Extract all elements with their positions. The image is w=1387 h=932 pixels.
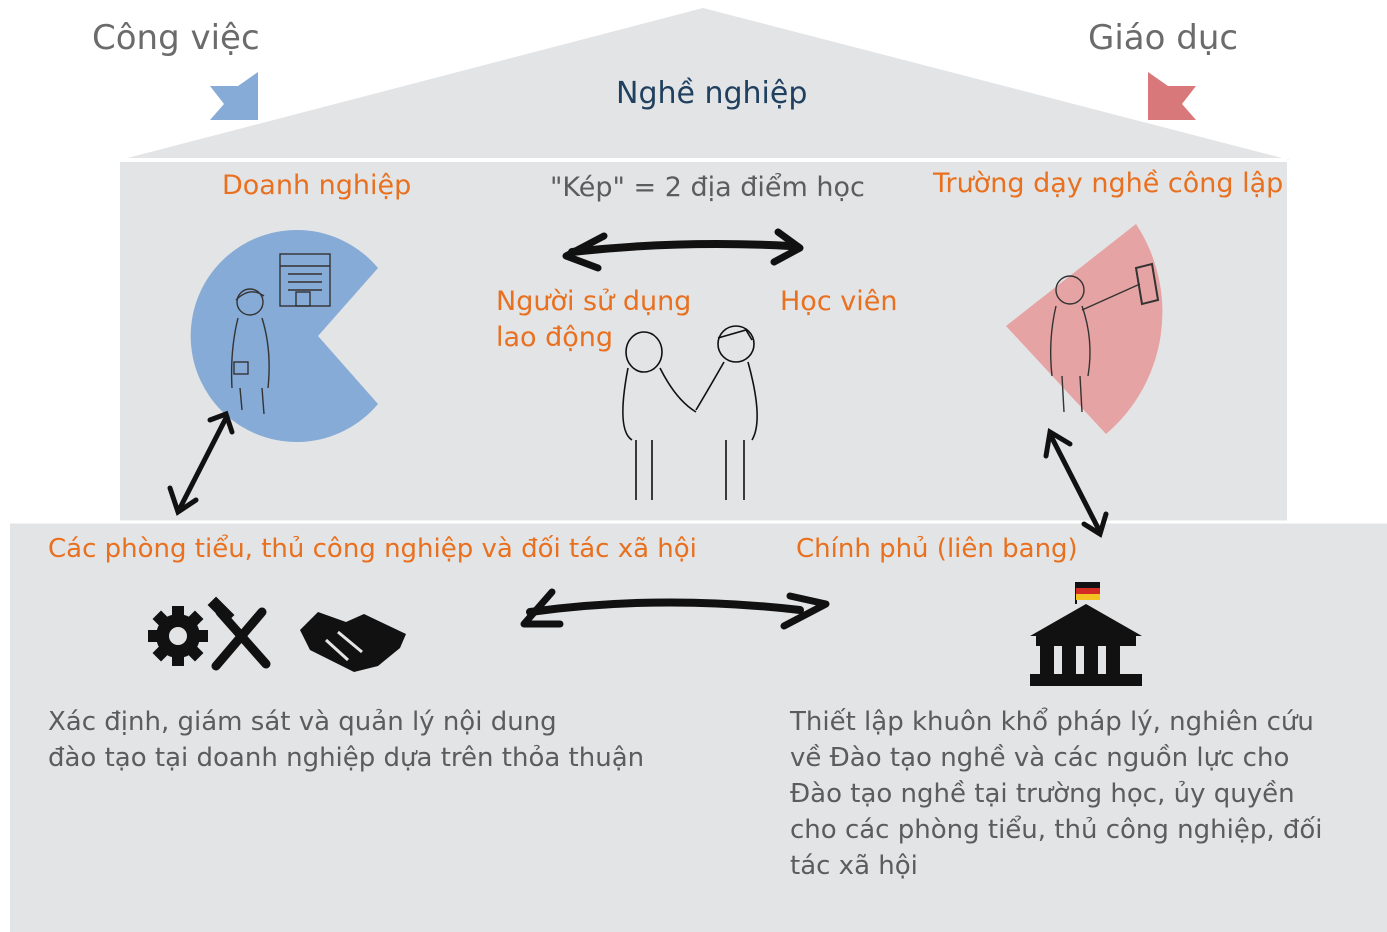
government-desc-line: cho các phòng tiểu, thủ công nghiệp, đối (790, 815, 1323, 845)
handshake-people-sketch-icon (622, 325, 758, 500)
government-description: Thiết lập khuôn khổ pháp lý, nghiên cứu … (790, 704, 1323, 884)
government-label: Chính phủ (liên bang) (796, 534, 1078, 564)
tools-icon (207, 596, 271, 671)
chambers-label: Các phòng tiểu, thủ công nghiệp và đối t… (48, 534, 697, 564)
company-pie (190, 229, 378, 442)
government-desc-line: Đào tạo nghề tại trường học, ủy quyền (790, 779, 1295, 809)
government-building-icon (1030, 582, 1142, 686)
employer-label-line2: lao động (496, 322, 614, 353)
worker-sketch-icon (230, 288, 270, 415)
arrow-down-blue-icon (210, 72, 258, 120)
chambers-desc-line: Xác định, giám sát và quản lý nội dung (48, 707, 557, 737)
school-pie (1006, 224, 1163, 434)
government-desc-line: tác xã hội (790, 851, 918, 881)
gear-icon (148, 606, 208, 666)
double-arrow-top-icon (562, 228, 804, 272)
double-arrow-bottom-icon (520, 588, 830, 630)
chambers-desc-line: đào tạo tại doanh nghiệp dựa trên thỏa t… (48, 743, 645, 773)
corner-left-label: Công việc (92, 18, 260, 58)
handshake-icon (300, 612, 406, 672)
arrow-down-pink-icon (1148, 72, 1196, 120)
factory-icon (279, 253, 331, 307)
corner-right-label: Giáo dục (1088, 18, 1239, 58)
government-desc-line: Thiết lập khuôn khổ pháp lý, nghiên cứu (790, 707, 1314, 737)
double-arrow-left-icon (167, 410, 235, 516)
german-flag-icon (1076, 582, 1100, 600)
company-label: Doanh nghiệp (222, 170, 412, 201)
chambers-description: Xác định, giám sát và quản lý nội dung đ… (48, 704, 644, 776)
trainee-label: Học viên (780, 286, 898, 317)
teacher-sketch-icon (1049, 262, 1160, 413)
roof (120, 8, 1290, 160)
roof-title: Nghề nghiệp (616, 76, 808, 111)
government-desc-line: về Đào tạo nghề và các nguồn lực cho (790, 743, 1290, 773)
double-arrow-right-icon (1043, 427, 1109, 538)
dual-system-label: "Kép" = 2 địa điểm học (550, 172, 865, 203)
school-label: Trường dạy nghề công lập (933, 168, 1284, 199)
employer-label-line1: Người sử dụng (496, 286, 692, 317)
lower-base (10, 522, 1387, 932)
